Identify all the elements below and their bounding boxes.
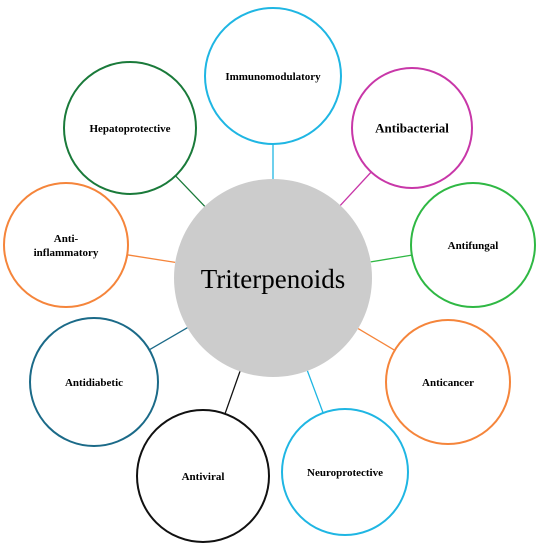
connector-antibacterial <box>339 171 372 206</box>
connector-antidiabetic <box>148 327 188 351</box>
node-anti-inflammatory: Anti-inflammatory <box>3 182 129 308</box>
node-circle-anticancer <box>385 319 511 445</box>
connector-antiviral <box>224 371 241 415</box>
node-label-anticancer: Anticancer <box>422 377 474 389</box>
connector-neuroprotective <box>306 370 324 414</box>
connector-lines <box>127 144 412 415</box>
node-circle-antidiabetic <box>29 317 159 447</box>
node-label-immunomodulatory: Immunomodulatory <box>225 71 321 83</box>
node-antiviral: Antiviral <box>136 409 270 543</box>
node-label-neuroprotective: Neuroprotective <box>307 467 383 479</box>
connector-antifungal <box>370 254 412 263</box>
center-circle <box>174 179 372 377</box>
connector-anticancer <box>357 328 396 351</box>
node-circle-hepatoprotective <box>63 61 197 195</box>
center-label: Triterpenoids <box>201 264 346 294</box>
activity-nodes: ImmunomodulatoryAntibacterialAntifungalA… <box>3 7 536 543</box>
node-label-anti-inflammatory: Anti- <box>54 233 79 245</box>
node-circle-neuroprotective <box>281 408 409 536</box>
node-label-antifungal: Antifungal <box>448 240 499 252</box>
node-hepatoprotective: Hepatoprotective <box>63 61 197 195</box>
node-circle-immunomodulatory <box>204 7 342 145</box>
node-neuroprotective: Neuroprotective <box>281 408 409 536</box>
node-antibacterial: Antibacterial <box>351 67 473 189</box>
node-immunomodulatory: Immunomodulatory <box>204 7 342 145</box>
node-antidiabetic: Antidiabetic <box>29 317 159 447</box>
connector-hepatoprotective <box>175 175 206 207</box>
node-circle-anti-inflammatory <box>3 182 129 308</box>
node-label-antiviral: Antiviral <box>182 471 225 483</box>
node-circle-antifungal <box>410 182 536 308</box>
node-antifungal: Antifungal <box>410 182 536 308</box>
node-label-antidiabetic: Antidiabetic <box>65 377 123 389</box>
connector-anti-inflammatory <box>127 254 176 264</box>
node-label-antibacterial: Antibacterial <box>375 121 449 136</box>
node-label-hepatoprotective: Hepatoprotective <box>89 123 170 135</box>
node-label-anti-inflammatory: inflammatory <box>34 247 99 259</box>
node-anticancer: Anticancer <box>385 319 511 445</box>
node-circle-antiviral <box>136 409 270 543</box>
node-circle-antibacterial <box>351 67 473 189</box>
